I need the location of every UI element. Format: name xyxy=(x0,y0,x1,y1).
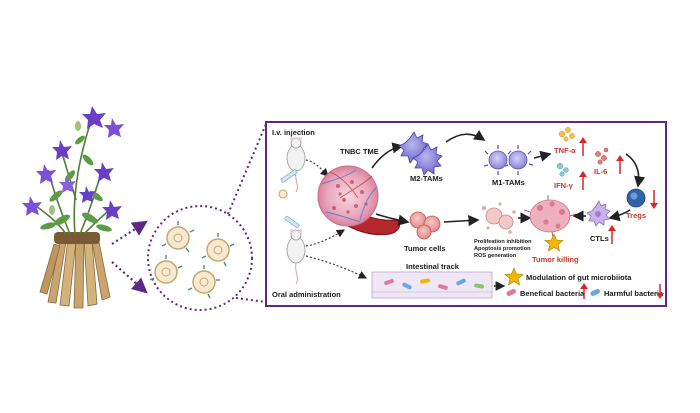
ifn-up-arrow-icon xyxy=(579,171,587,190)
mouse-iv xyxy=(286,137,306,193)
mouse-oral-to-tumor-arrow xyxy=(305,229,346,247)
harmful-bacteria-icon xyxy=(590,288,600,297)
ctls-label: CTLs xyxy=(590,234,609,243)
il6-up-arrow-icon xyxy=(616,155,624,174)
treg-cell xyxy=(626,188,646,208)
plant-roots xyxy=(39,232,111,309)
intestinal-track-label: Intestinal track xyxy=(406,262,460,271)
flower-1 xyxy=(82,106,106,129)
m2-tam-cells xyxy=(398,131,443,176)
tnbc-tumor xyxy=(317,165,401,236)
ifn-molecules-icon xyxy=(556,162,569,177)
nanoparticle-4 xyxy=(187,265,220,299)
beneficial-bacteria-icon xyxy=(506,288,516,297)
nanoparticle-2 xyxy=(201,233,235,267)
intestine-bacteria xyxy=(384,278,484,290)
flower-6 xyxy=(22,196,42,216)
m1-tams-label: M1-TAMs xyxy=(492,178,525,187)
nanoparticle-small-iv-icon xyxy=(278,189,288,199)
flower-2 xyxy=(104,118,124,138)
tnf-label: TNF-α xyxy=(554,146,576,155)
intestine xyxy=(371,271,493,299)
il6-label: IL-6 xyxy=(594,167,607,176)
ifn-label: IFN-γ xyxy=(554,181,574,190)
nanoparticle-1 xyxy=(161,221,195,253)
beneficial-up-arrow-icon xyxy=(580,283,588,299)
m2-to-m1-arrow xyxy=(445,130,486,143)
platycodon-plant xyxy=(22,106,124,309)
tumor-killing-label: Tumor killing xyxy=(532,255,579,264)
ctls-up-arrow-icon xyxy=(608,225,616,244)
syringe-oral-icon xyxy=(284,215,300,229)
tumor-cells xyxy=(409,211,441,240)
plant-flowers xyxy=(22,106,124,220)
effect-ros-label: ROS generation xyxy=(474,253,517,259)
oral-administration-label: Oral administration xyxy=(272,290,341,299)
nanoparticle-3 xyxy=(149,255,183,284)
killed-tumor-cluster xyxy=(523,195,577,238)
syringe-iv-icon xyxy=(280,169,298,183)
m1-tam-cells xyxy=(483,145,534,175)
tumor-killing-star-icon xyxy=(544,233,564,252)
tumor-cells-label: Tumor cells xyxy=(404,244,446,253)
m2-tams-label: M2-TAMs xyxy=(410,174,443,183)
tumorcells-to-apoptotic-arrow xyxy=(443,214,480,227)
modulation-label: Modulation of gut microbiiota xyxy=(526,273,632,282)
tregs-down-arrow-icon xyxy=(650,190,658,209)
plant-leaves xyxy=(40,135,112,232)
iv-injection-label: I.v. injection xyxy=(272,128,315,137)
flower-4 xyxy=(36,164,56,184)
ctl-cell xyxy=(586,200,611,227)
tnf-molecules-icon xyxy=(558,127,575,142)
tnbc-tme-label: TNBC TME xyxy=(340,147,379,156)
mouse-oral xyxy=(286,229,306,285)
tregs-label: Tregs xyxy=(626,211,646,220)
zoom-line-bottom xyxy=(235,297,267,303)
harmful-bacteria-label: Harmful bacteria xyxy=(604,289,664,298)
harmful-down-arrow-icon xyxy=(656,284,664,299)
apoptotic-cells xyxy=(482,202,516,234)
plant-to-np-arrow-upper xyxy=(111,220,148,245)
zoom-line-top xyxy=(227,123,267,215)
flower-5 xyxy=(94,162,114,182)
tregs-to-ctls-arrow xyxy=(608,209,631,222)
flower-9 xyxy=(79,186,96,203)
tnf-up-arrow-icon xyxy=(579,137,587,156)
cytokines-to-tregs-arrow xyxy=(625,153,646,188)
flower-7 xyxy=(102,200,122,220)
modulation-star-icon xyxy=(504,267,524,286)
m1-to-cytokines-arrow xyxy=(533,150,552,162)
il6-molecules-icon xyxy=(595,147,609,165)
effect-apoptosis-label: Apoptosis promotion xyxy=(474,246,531,252)
beneficial-bacteria-label: Benefical bacteria xyxy=(520,289,585,298)
plant-to-np-arrow-lower xyxy=(111,261,148,294)
effect-proliferation-label: Prolifeation inhibition xyxy=(474,239,532,245)
flower-8 xyxy=(59,176,76,193)
tumor-to-tumorcells-arrow xyxy=(375,213,410,226)
nanoparticle-circle xyxy=(147,205,253,311)
flower-3 xyxy=(52,140,72,160)
